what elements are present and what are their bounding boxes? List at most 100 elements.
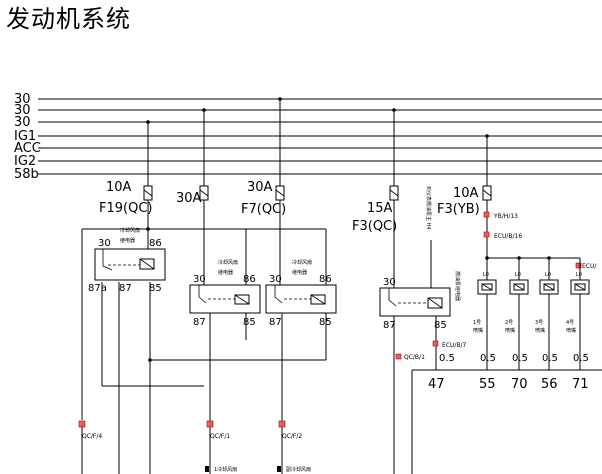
fuse-id-label: F19(QC) <box>99 201 152 216</box>
fuse-amp-label: 30A <box>176 191 202 206</box>
fuel-pump-note: 到仪表燃油泵主 H4 <box>425 186 432 230</box>
relay-pin: 85 <box>319 317 332 328</box>
connector-icon <box>432 340 439 347</box>
wire-gauge-label: 0.5 <box>480 353 496 364</box>
fuse-f3-qc: 15A F3(QC) <box>352 185 399 234</box>
connector-label: QC/F/1 <box>210 433 230 440</box>
connector-icon <box>278 420 286 428</box>
connector-qc-f-2: QC/F/2 <box>278 420 302 440</box>
relay-pin: 87 <box>193 317 206 328</box>
junction-dot <box>146 227 150 231</box>
relay-contact <box>274 285 283 304</box>
relay-coil-mark <box>234 294 250 305</box>
injector-coil-mark <box>513 283 525 291</box>
connector-qc-b-1: QC/B/1 <box>395 353 425 361</box>
relay-pin: 85 <box>149 283 162 294</box>
relay-pin: 30 <box>193 274 206 285</box>
connector-label: QC/B/1 <box>404 354 425 361</box>
injector-pin-label: L0 <box>515 272 521 278</box>
relay-pin: 30 <box>98 238 111 249</box>
connector-label: ECU/ <box>582 263 597 270</box>
bus-label: ACC <box>14 141 41 156</box>
relay-name: 冷却风扇 <box>120 227 140 234</box>
fuse-amp-label: 15A <box>367 201 393 216</box>
relay-pin: 86 <box>149 238 162 249</box>
injector-label: 2号 <box>505 320 513 326</box>
relay-contact <box>198 285 207 304</box>
fuse-amp-label: 10A <box>453 186 479 201</box>
relay-pin: 30 <box>269 274 282 285</box>
fuse-amp-label: 10A <box>106 180 132 195</box>
fuse-amp-label: 30A <box>247 180 273 195</box>
injector-label: 喷嘴 <box>505 327 515 334</box>
connector-icon <box>206 420 214 428</box>
bus-label: IG1 <box>14 129 36 144</box>
connector-qc-f-1: QC/F/1 <box>206 420 230 440</box>
fuse-f7: 30A F7(QC) <box>241 180 286 217</box>
junction-dot <box>148 358 152 362</box>
ecu-terminal-label: 71 <box>572 377 589 392</box>
ecu-terminal-label: 56 <box>541 377 558 392</box>
bus-label: IG2 <box>14 154 36 169</box>
relay-pin: 87 <box>119 283 132 294</box>
relay-pin: 85 <box>243 317 256 328</box>
relay-coil-mark <box>139 258 155 270</box>
ground-icon <box>205 466 209 472</box>
relay-fuel-pump: 30 87 85 燃油泵继电器 <box>379 271 461 331</box>
fuse-id-label: F7(QC) <box>241 202 286 217</box>
bus-label: 30 <box>14 92 31 107</box>
injector-coil-mark <box>481 283 493 291</box>
injector-group: L01号喷嘴0.555L02号喷嘴0.570L03号喷嘴0.556L04号喷嘴0… <box>473 258 590 392</box>
connector-yb-h-13: YB/H/13 <box>483 211 518 220</box>
ground-icon <box>277 466 281 472</box>
relay-pin: 87 <box>383 320 396 331</box>
bus-labels: 30 30 30 IG1 ACC IG2 58b <box>14 92 41 182</box>
wire-gauge-label: 0.5 <box>542 353 558 364</box>
ecu-terminal-label: 70 <box>511 377 528 392</box>
fan-label: 副冷却风扇 <box>286 466 311 473</box>
injector-label: 喷嘴 <box>566 327 576 334</box>
injector-pin-label: L0 <box>576 272 582 278</box>
connector-icon <box>395 353 402 360</box>
relay-coil-mark <box>310 294 326 305</box>
relay-name: 继电器 <box>292 269 307 276</box>
relay-pin: 87a <box>88 283 107 294</box>
relay-pin: 86 <box>243 274 256 285</box>
connector-icon <box>483 231 490 238</box>
relay-contact <box>102 249 113 271</box>
connector-ecu-b-16: ECU/B/16 <box>483 231 522 240</box>
fuse-30a-main: 30A <box>176 185 209 206</box>
ecu-terminal-label: 55 <box>479 377 496 392</box>
relay-name: 冷却风扇 <box>292 259 312 266</box>
fuse-element <box>143 189 153 197</box>
fuse-element <box>275 189 285 197</box>
fuse-f19: 10A F19(QC) <box>99 180 153 216</box>
connector-ecu-b-7: ECU/B/7 <box>432 340 467 349</box>
fuse-element <box>482 189 492 197</box>
injector-coil-mark <box>574 283 586 291</box>
bus-label: 30 <box>14 115 31 130</box>
injector-pin-label: L0 <box>483 272 489 278</box>
relay-name: 继电器 <box>218 269 233 276</box>
relay-pin: 30 <box>383 277 396 288</box>
ecu-terminal-label: 47 <box>428 377 445 392</box>
relay-pin: 87 <box>269 317 282 328</box>
injector-label: 1号 <box>473 320 481 326</box>
connector-icon <box>483 211 490 218</box>
relay-pin: 86 <box>319 274 332 285</box>
connector-icon <box>78 420 86 428</box>
connector-qc-f-4: QC/F/4 <box>78 420 102 440</box>
connector-label: ECU/B/7 <box>442 342 467 349</box>
relay-name: 燃油泵继电器 <box>454 271 461 301</box>
fan-label: 1冷却风扇 <box>214 466 237 473</box>
relay-pin: 85 <box>434 320 447 331</box>
relay-name: 冷却风扇 <box>218 259 238 266</box>
relay-contact <box>388 288 397 307</box>
injector-label: 3号 <box>535 320 543 326</box>
relay-coil-mark <box>427 297 443 309</box>
